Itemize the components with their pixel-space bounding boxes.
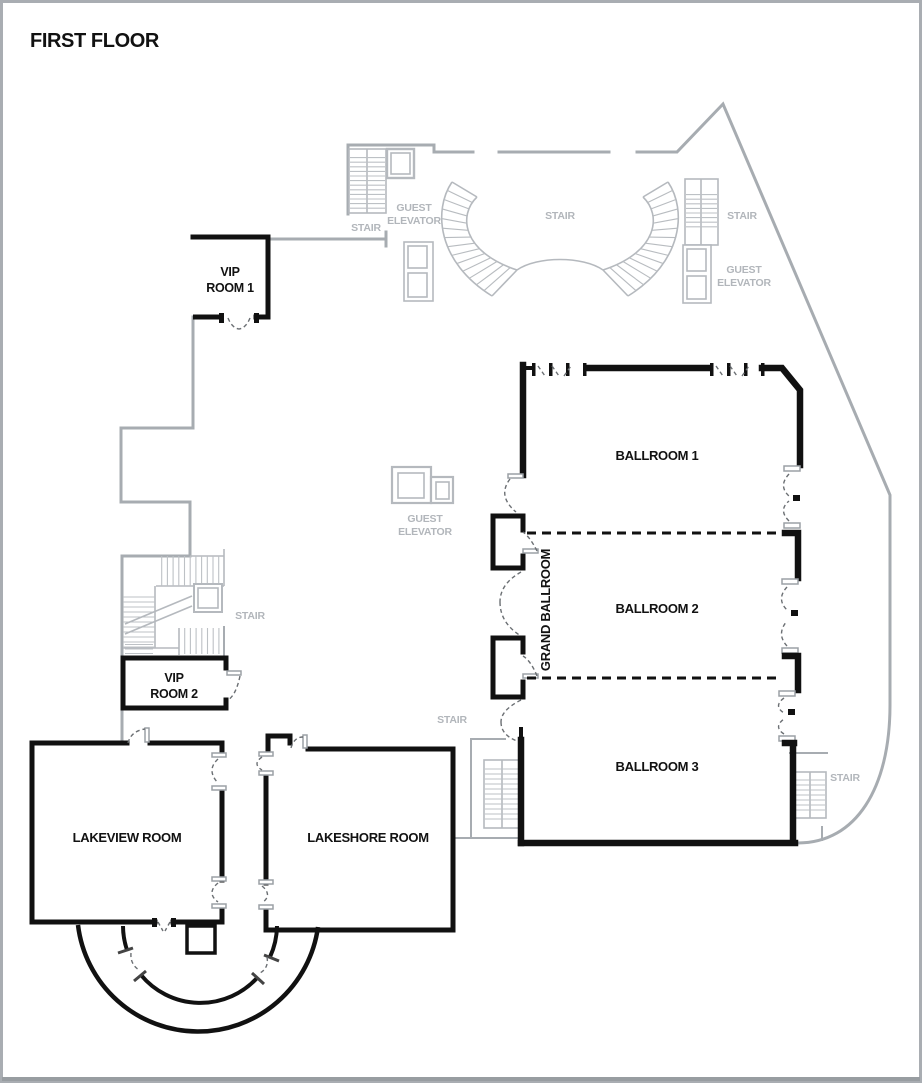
- door-jamb: [254, 313, 259, 323]
- svg-text:GUEST: GUEST: [726, 264, 762, 276]
- terrace-arcs: [75, 924, 321, 1034]
- arc-door-jamb: [117, 946, 134, 955]
- outer-arc-wall: [75, 924, 321, 1034]
- door-leaf-icon: [302, 734, 308, 749]
- vip-room-1-label: VIP ROOM 1: [206, 265, 254, 295]
- door-zone-lakeshore-left-lower: [258, 879, 274, 910]
- arc-door-jamb: [263, 953, 280, 963]
- vip-room-2: [120, 655, 242, 711]
- door-leaf-icon: [226, 670, 242, 676]
- door-zone-lakeview-right-lower: [211, 876, 227, 909]
- stair-icon-ballroom3-left: [483, 759, 521, 829]
- stair-icon-top-right: [684, 178, 719, 246]
- stair-landing-curve: [516, 258, 604, 271]
- vip-room-1: [190, 234, 271, 330]
- svg-text:ELEVATOR: ELEVATOR: [387, 215, 441, 227]
- vip-room-2-label: VIP ROOM 2: [150, 671, 198, 701]
- svg-text:VIP: VIP: [164, 671, 183, 685]
- lakeview-room-label: LAKEVIEW ROOM: [73, 830, 182, 845]
- double-door-icon-lakeview-bottom: [152, 918, 176, 932]
- door-leaf-icon: [144, 727, 150, 743]
- door-swing-icon: [227, 675, 241, 701]
- stair-icon-mid-left: [123, 549, 225, 655]
- double-door-icon-top-right: [710, 363, 765, 377]
- grand-ballroom-label: GRAND BALLROOM: [538, 549, 553, 671]
- double-door-icon-top-left: [532, 363, 587, 377]
- vestibule-upper: [490, 513, 539, 571]
- stair-label-mid-left: STAIR: [235, 610, 265, 622]
- door-zone-grand-ballroom-left: [499, 571, 522, 637]
- vestibule-lower: [490, 635, 539, 700]
- page-title: FIRST FLOOR: [30, 30, 160, 52]
- arc-door-jamb: [133, 969, 147, 983]
- grand-staircase-icon: [441, 181, 679, 297]
- ballroom-3-label: BALLROOM 3: [616, 759, 699, 774]
- stair-label-ballroom3-right: STAIR: [830, 772, 860, 784]
- svg-text:ROOM 1: ROOM 1: [206, 281, 254, 295]
- guest-elevator-label-top-right: GUEST ELEVATOR: [717, 264, 772, 289]
- guest-elevator-label-center: GUEST ELEVATOR: [398, 513, 453, 538]
- lakeview-room: [29, 727, 227, 932]
- door-zone-ballroom1-left: [504, 473, 524, 513]
- svg-text:GUEST: GUEST: [396, 202, 432, 214]
- door-zone-ballroom3-left: [500, 699, 522, 742]
- lakeshore-room: [256, 733, 456, 933]
- door-zone-ballroom3-right: [777, 690, 796, 742]
- svg-text:ELEVATOR: ELEVATOR: [717, 277, 771, 289]
- stair-label-grand: STAIR: [545, 210, 575, 222]
- stair-icon-top-left: [348, 148, 387, 214]
- door-zone-ballroom1-right: [782, 465, 801, 529]
- door-zone-ballroom2-right: [780, 578, 799, 654]
- guest-elevator-icon-top-left: [385, 147, 434, 302]
- terrace-room: [185, 924, 217, 955]
- svg-text:ELEVATOR: ELEVATOR: [398, 526, 452, 538]
- door-zone-lakeview-right-upper: [211, 752, 227, 791]
- guest-elevator-icon-center: [390, 465, 455, 505]
- stair-label-top-right: STAIR: [727, 210, 757, 222]
- svg-text:ROOM 2: ROOM 2: [150, 687, 198, 701]
- arc-door-jamb: [250, 971, 266, 986]
- grand-ballroom-walls: [490, 361, 804, 847]
- door-jamb: [219, 313, 224, 323]
- door-zone-lakeshore-left-upper: [256, 751, 274, 776]
- ballroom-2-label: BALLROOM 2: [616, 601, 699, 616]
- stair-label-top-left: STAIR: [351, 222, 381, 234]
- lakeshore-room-label: LAKESHORE ROOM: [307, 830, 428, 845]
- ballroom-1-label: BALLROOM 1: [616, 448, 699, 463]
- stair-label-ballroom3-left: STAIR: [437, 714, 467, 726]
- guest-elevator-icon-top-right: [682, 244, 712, 304]
- stair-icon-ballroom3-right: [794, 771, 827, 819]
- exterior-walls-gray: [119, 101, 892, 845]
- svg-text:GUEST: GUEST: [407, 513, 443, 525]
- door-leaf-icon: [522, 548, 539, 554]
- door-leaf-icon: [227, 317, 251, 330]
- guest-elevator-label-top-left: GUEST ELEVATOR: [387, 202, 442, 227]
- svg-text:VIP: VIP: [220, 265, 239, 279]
